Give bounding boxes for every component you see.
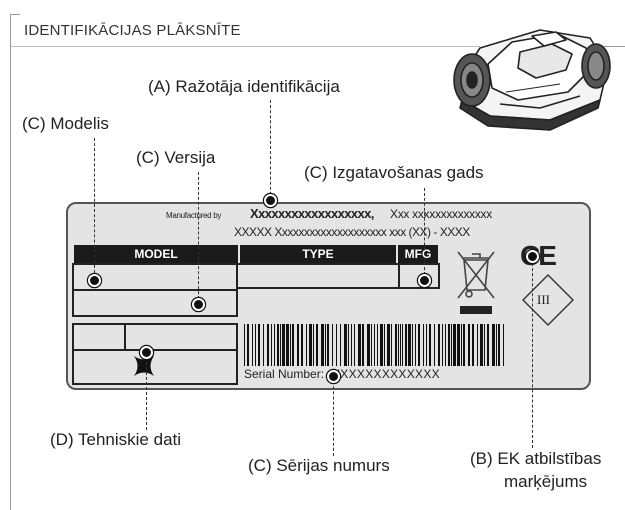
label-ce-marking-line1: (B) EK atbilstības: [470, 449, 602, 468]
technical-data-hdivider: [74, 349, 236, 351]
callout-dot-model: [88, 274, 101, 287]
manufacturer-name: Xxxxxxxxxxxxxxxxxx,: [250, 206, 374, 221]
technical-data-box: [72, 323, 238, 385]
type-box: [236, 263, 400, 289]
label-version: (C) Versija: [136, 148, 216, 167]
callout-dot-serial-number: [327, 370, 340, 383]
weee-bin-icon: [457, 251, 495, 314]
leader-mfg: [424, 188, 425, 280]
callout-dot-ce-marking: [526, 250, 539, 263]
leader-ce-marking: [532, 258, 533, 448]
frame-top-right: [596, 46, 625, 47]
label-serial-number: (C) Sērijas numurs: [248, 456, 390, 475]
header-underline: [10, 46, 480, 47]
label-technical-data: (D) Tehniskie dati: [50, 430, 182, 449]
header-model: MODEL: [74, 245, 238, 263]
leader-manufacturer: [270, 100, 271, 200]
label-manufacturer-id: (A) Ražotāja identifikācija: [148, 77, 340, 96]
label-model: (C) Modelis: [22, 114, 109, 133]
header-mfg: MFG: [398, 245, 438, 263]
star-logo-icon: [134, 356, 154, 376]
manufacturer-line2: XXXXX Xxxxxxxxxxxxxxxxxxxx xxx (XX) - XX…: [234, 225, 470, 239]
model-version-box: [72, 263, 238, 317]
barcode-icon: [244, 324, 504, 366]
callout-dot-technical-data: [140, 346, 153, 359]
manufactured-by-prefix: Manufactured by: [166, 211, 222, 220]
technical-data-vdivider: [124, 325, 126, 349]
robot-mower-icon: [453, 29, 611, 131]
frame-top-left: [10, 14, 20, 15]
model-version-divider: [74, 289, 236, 291]
leader-version: [198, 172, 199, 304]
serial-value: XXXXXXXXXXXXX: [332, 367, 440, 381]
panel-title: IDENTIFIKĀCIJAS PLĀKSNĪTE: [24, 22, 241, 39]
label-manufacture-year: (C) Izgatavošanas gads: [304, 163, 484, 182]
header-type: TYPE: [240, 245, 396, 263]
serial-prefix: Serial Number:: [244, 367, 325, 381]
leader-model: [94, 138, 95, 278]
leader-technical-data: [146, 352, 147, 430]
leader-serial-number: [333, 376, 334, 456]
identification-plate: Manufactured by Xxxxxxxxxxxxxxxxxx, Xxx …: [66, 202, 591, 390]
callout-dot-mfg: [418, 274, 431, 287]
frame-left: [10, 14, 11, 510]
class-iii-label: III: [537, 292, 550, 307]
class-iii-icon: [522, 274, 574, 326]
manufacturer-line1-rest: Xxx xxxxxxxxxxxxxx: [390, 207, 492, 221]
label-ce-marking-line2: marķējums: [504, 472, 588, 491]
callout-dot-version: [192, 298, 205, 311]
callout-dot-manufacturer: [264, 194, 277, 207]
